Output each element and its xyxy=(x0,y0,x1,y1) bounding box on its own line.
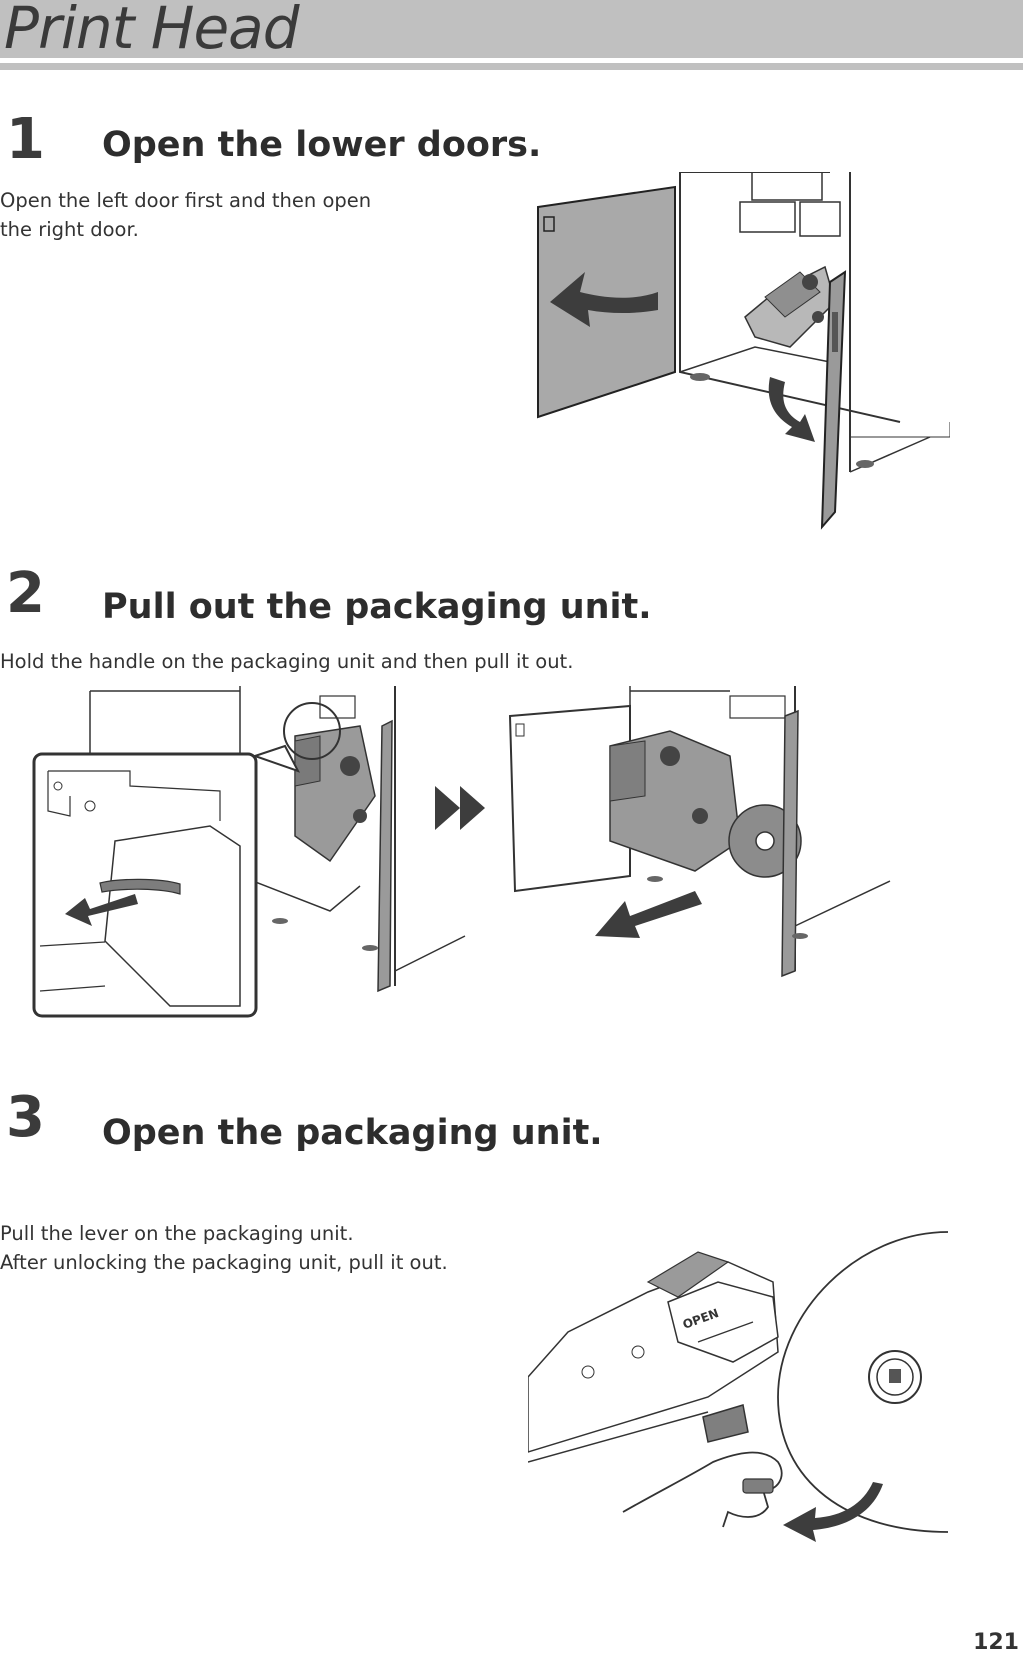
next-step-arrows xyxy=(435,786,485,830)
page-number: 121 xyxy=(973,1630,1019,1655)
figure-open-packaging-unit: OPEN xyxy=(528,1231,948,1542)
step-2-desc-line: Hold the handle on the packaging unit an… xyxy=(0,650,574,673)
machine-right xyxy=(508,686,891,978)
step-2-number: 2 xyxy=(6,561,45,626)
header-rule xyxy=(0,63,1023,70)
figure-pull-out-unit xyxy=(32,686,891,1018)
zoom-callout-handle xyxy=(32,744,301,1018)
step-1-desc-line: the right door. xyxy=(0,218,139,241)
step-3-number: 3 xyxy=(6,1085,45,1150)
step-1-desc-line: Open the left door first and then open xyxy=(0,189,372,212)
step-3-desc-line: Pull the lever on the packaging unit. xyxy=(0,1222,354,1245)
step-3-desc-line: After unlocking the packaging unit, pull… xyxy=(0,1251,448,1274)
figure-open-lower-doors xyxy=(537,172,950,530)
step-3-title: Open the packaging unit. xyxy=(102,1113,603,1153)
page-title: Print Head xyxy=(4,0,300,62)
step-1-description: Open the left door first and then open t… xyxy=(0,186,371,244)
header-bar xyxy=(0,0,1023,58)
step-1-title: Open the lower doors. xyxy=(102,125,542,165)
step-3-description: Pull the lever on the packaging unit. Af… xyxy=(0,1219,448,1277)
step-2-description: Hold the handle on the packaging unit an… xyxy=(0,647,573,676)
step-2-title: Pull out the packaging unit. xyxy=(102,587,652,627)
step-1-number: 1 xyxy=(6,107,45,172)
